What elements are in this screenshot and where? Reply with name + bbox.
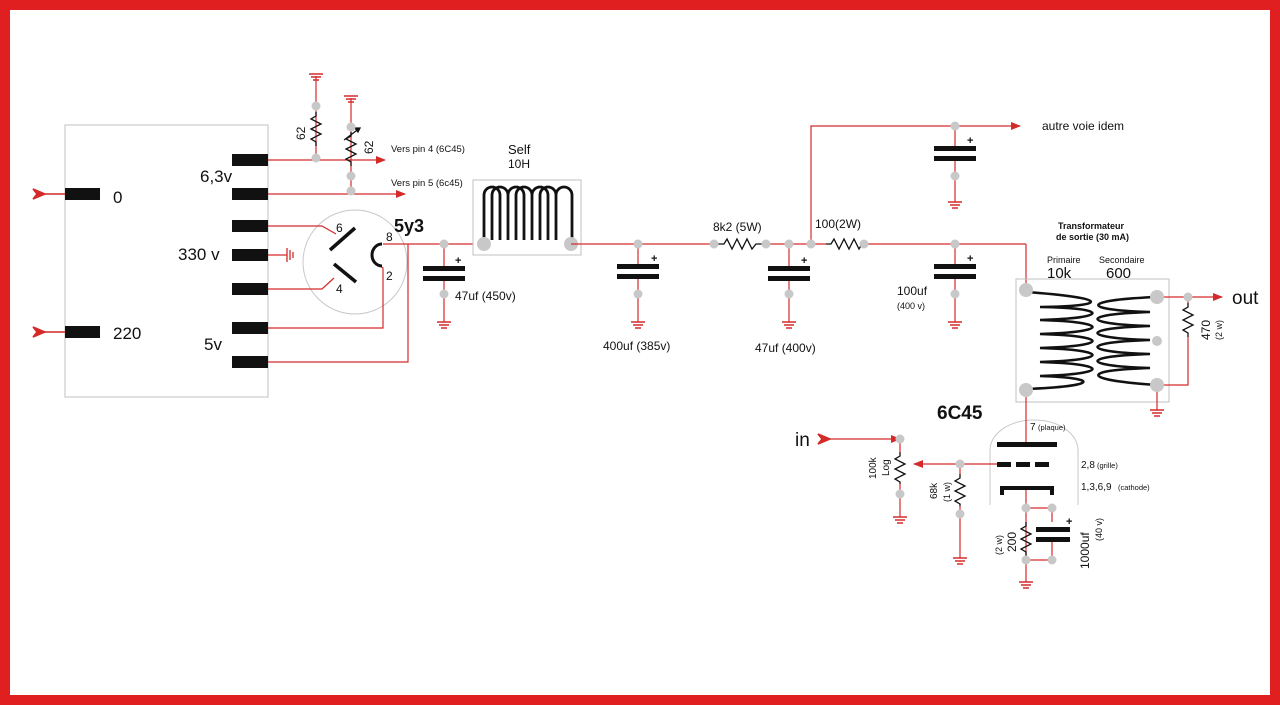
filter-c2-label: 400uf (385v) (603, 339, 670, 353)
tube-pin-grid-txt: (grille) (1097, 461, 1118, 470)
pot-ground (893, 516, 907, 524)
filter-c4-label: 100uf (897, 284, 928, 298)
mains-label-220: 220 (113, 324, 141, 343)
label-6-3v: 6,3v (200, 167, 233, 186)
ot-primary-label: Primaire (1047, 255, 1081, 265)
pot-value: 100k (868, 456, 879, 479)
filter-cap-c4: + (934, 239, 976, 329)
pot-taper: Log (881, 459, 892, 476)
grid-ground (953, 557, 967, 565)
svg-text:+: + (651, 253, 657, 265)
heater-arrow-pin4: Vers pin 4 (6C45) (391, 144, 465, 155)
label-330v: 330 v (178, 245, 220, 264)
rectifier-name: 5y3 (394, 216, 424, 236)
choke-coil (482, 185, 574, 244)
grid-r-power: (1 w) (942, 482, 952, 502)
load-resistor (1181, 292, 1195, 337)
input-arrow (817, 433, 832, 445)
cathode-c-value: 1000uf (1078, 532, 1092, 569)
cathode-c-voltage: (40 v) (1094, 518, 1104, 541)
choke-outline (472, 179, 582, 256)
filter-cap-c3: + (768, 239, 810, 329)
grid-r-value: 68k (929, 482, 940, 499)
output-transformer-nodes (1019, 283, 1164, 397)
transformer-windings (65, 154, 268, 368)
grid-resistor (953, 459, 967, 519)
filter-r1 (709, 237, 771, 251)
heater-r2-label: 62 (362, 140, 376, 154)
mains-label-0: 0 (113, 188, 122, 207)
choke-node-left (477, 237, 491, 251)
output-ground (1150, 409, 1164, 417)
svg-text:+: + (967, 135, 973, 147)
choke-value: 10H (508, 157, 530, 171)
filter-r2-label: 100(2W) (815, 217, 861, 231)
ot-secondary-label: Secondaire (1099, 255, 1145, 265)
rectifier-pin2: 2 (386, 269, 393, 283)
filter-c4-rating: (400 v) (897, 301, 925, 311)
label-5v: 5v (204, 335, 222, 354)
load-r-value: 470 (1199, 320, 1213, 340)
rectifier-envelope (302, 209, 408, 315)
volume-potentiometer (893, 434, 907, 499)
cathode-r-power: (2 w) (994, 535, 1004, 555)
heater-wires (268, 76, 406, 198)
choke-name: Self (508, 142, 531, 157)
heater-ground-symbols (309, 73, 358, 103)
input-label: in (795, 430, 810, 451)
input-wires (822, 435, 961, 558)
ot-title-2: de sortie (30 mA) (1056, 232, 1129, 242)
ot-title-1: Transformateur (1058, 221, 1125, 231)
svg-text:+: + (1066, 516, 1072, 528)
b-plus-rail (571, 122, 1027, 290)
mains-input-wires (32, 188, 65, 338)
svg-text:+: + (967, 253, 973, 265)
cathode-r-value: 200 (1005, 532, 1019, 552)
heater-nodes (311, 101, 356, 196)
tube-pin-cathode-txt: (cathode) (1118, 483, 1150, 492)
load-r-power: (2 w) (1214, 320, 1224, 340)
tube-electrodes (997, 442, 1057, 495)
tube-pin-plate-num: 7 (1030, 422, 1036, 433)
tube-pin-cathode-num: 1,3,6,9 (1081, 482, 1112, 493)
output-transformer-outline (1015, 278, 1170, 403)
heater-arrow-pin5: Vers pin 5 (6c45) (391, 178, 463, 189)
filter-r2 (806, 237, 869, 251)
svg-text:+: + (455, 255, 461, 267)
filter-cap-c1: + (423, 239, 465, 329)
filter-cap-other-channel: + (934, 121, 976, 209)
cathode-ground (1019, 581, 1033, 589)
output-label: out (1232, 288, 1259, 309)
filter-r1-label: 8k2 (5W) (713, 220, 762, 234)
other-channel-label: autre voie idem (1042, 119, 1124, 133)
rectifier-pin4: 4 (336, 282, 343, 296)
cathode-capacitor: + (1036, 503, 1072, 565)
ot-primary-value: 10k (1047, 265, 1072, 282)
output-wires (1156, 293, 1223, 410)
heater-resistors (309, 112, 362, 166)
heater-r1-label: 62 (294, 126, 308, 140)
tube-pin-plate-txt: (plaque) (1038, 423, 1066, 432)
centre-tap-ground (268, 248, 294, 262)
cathode-resistor (1019, 503, 1033, 565)
filter-cap-c2: + (617, 239, 659, 329)
svg-text:+: + (801, 255, 807, 267)
output-transformer-secondary (1096, 295, 1158, 387)
filter-c3-label: 47uf (400v) (755, 341, 816, 355)
tube-envelope (989, 419, 1079, 505)
rectifier-pin8: 8 (386, 230, 393, 244)
ot-secondary-value: 600 (1106, 265, 1131, 282)
filter-c1-label: 47uf (450v) (455, 289, 516, 303)
output-transformer-primary (1025, 290, 1094, 391)
tube-pin-grid-num: 2,8 (1081, 460, 1095, 471)
rectifier-plates (328, 226, 383, 284)
tube-name: 6C45 (937, 403, 983, 424)
rectifier-pin6: 6 (336, 221, 343, 235)
